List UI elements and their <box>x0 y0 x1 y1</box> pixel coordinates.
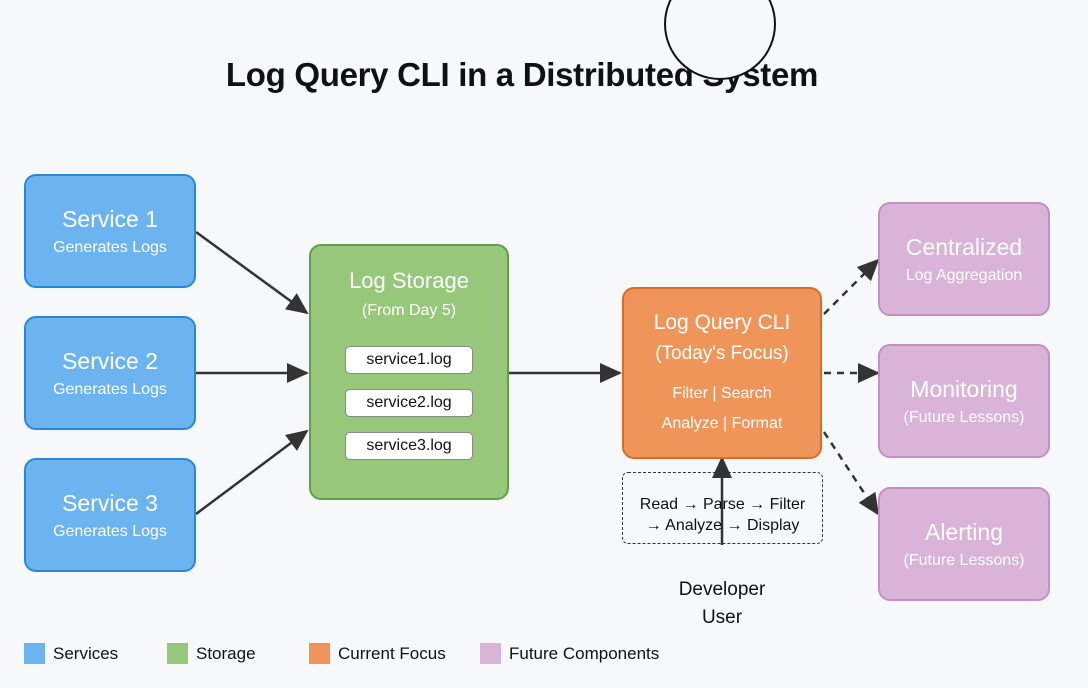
alerting-desc: (Future Lessons) <box>903 551 1025 569</box>
arrow-cli-to-centralized <box>823 258 880 315</box>
cli-ops-line1: Filter | Search <box>672 385 772 402</box>
service-2-box: Service 2 Generates Logs <box>24 316 196 430</box>
legend-label-focus: Current Focus <box>338 643 446 663</box>
cli-name: Log Query CLI <box>653 311 791 334</box>
legend-label-future: Future Components <box>509 643 660 663</box>
legend-swatch-focus <box>309 643 330 664</box>
service-2-desc: Generates Logs <box>53 380 167 398</box>
legend-future-components: Future Components <box>480 643 659 664</box>
arrow-service3-to-storage <box>195 429 309 516</box>
legend-storage: Storage <box>167 643 256 664</box>
service-1-box: Service 1 Generates Logs <box>24 174 196 288</box>
monitoring-box: Monitoring (Future Lessons) <box>878 344 1050 458</box>
alerting-name: Alerting <box>925 518 1003 545</box>
legend-label-storage: Storage <box>196 643 256 663</box>
legend-current-focus: Current Focus <box>309 643 446 664</box>
service-3-box: Service 3 Generates Logs <box>24 458 196 572</box>
monitoring-name: Monitoring <box>910 375 1018 402</box>
log-storage-box: Log Storage (From Day 5) service1.log se… <box>309 244 509 500</box>
log-file: service3.log <box>345 432 473 460</box>
service-1-name: Service 1 <box>62 205 158 232</box>
log-storage-name: Log Storage <box>349 268 469 293</box>
service-3-desc: Generates Logs <box>53 522 167 540</box>
legend-swatch-future <box>480 643 501 664</box>
service-3-name: Service 3 <box>62 489 158 516</box>
legend-label-services: Services <box>53 643 119 663</box>
legend-swatch-storage <box>167 643 188 664</box>
centralized-name: Centralized <box>905 233 1023 260</box>
developer-line2: User <box>701 607 743 628</box>
legend-swatch-services <box>24 643 45 664</box>
developer-line1: Developer <box>678 579 766 600</box>
log-file: service1.log <box>345 346 473 374</box>
pipeline-box: Read → Parse → Filter → Analyze → Displa… <box>622 472 823 544</box>
centralized-box: Centralized Log Aggregation <box>878 202 1050 316</box>
alerting-box: Alerting (Future Lessons) <box>878 487 1050 601</box>
service-2-name: Service 2 <box>62 347 158 374</box>
cli-desc: (Today's Focus) <box>655 343 789 364</box>
pipeline-line2: → Analyze → Display <box>645 517 800 534</box>
legend-services: Services <box>24 643 118 664</box>
developer-user-label: Developer User <box>642 576 802 632</box>
pipeline-line1: Read → Parse → Filter <box>639 496 806 513</box>
log-file: service2.log <box>345 389 473 417</box>
arrow-service1-to-storage <box>195 230 309 315</box>
service-1-desc: Generates Logs <box>53 238 167 256</box>
arrow-cli-to-alerting <box>822 431 880 516</box>
monitoring-desc: (Future Lessons) <box>903 408 1025 426</box>
log-storage-desc: (From Day 5) <box>361 302 457 319</box>
centralized-desc: Log Aggregation <box>905 266 1023 284</box>
cli-ops-line2: Analyze | Format <box>661 415 783 432</box>
log-query-cli-box: Log Query CLI (Today's Focus) Filter | S… <box>622 287 822 459</box>
